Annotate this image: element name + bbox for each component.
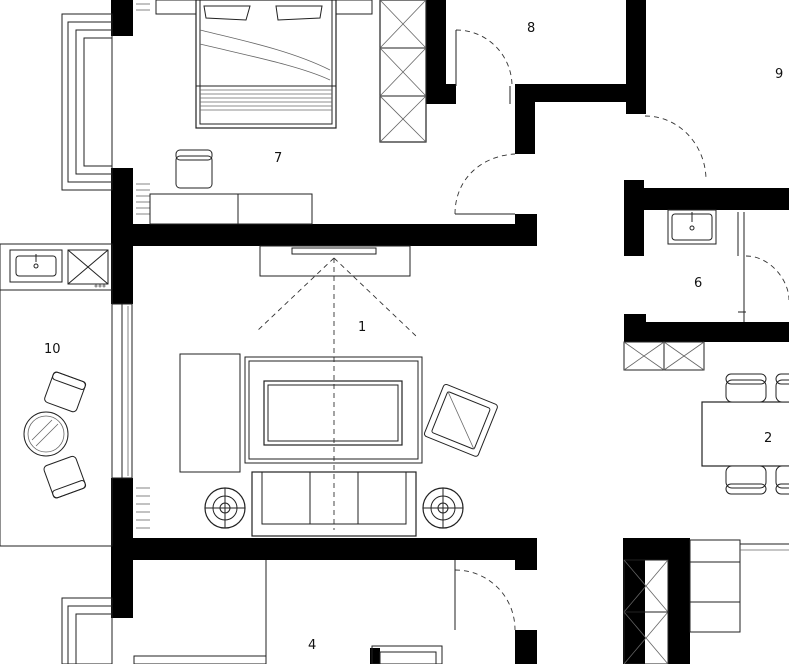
room-label-bedroom-bottom: 4 [308, 638, 316, 653]
lower-right-cabinets [623, 539, 789, 664]
bedroom-4-furniture [133, 560, 443, 664]
lamp-left [204, 487, 246, 529]
walls [111, 0, 789, 664]
room-label-bedroom: 7 [274, 151, 282, 166]
balcony-chair-top [44, 371, 87, 413]
balcony-chair-bottom [43, 455, 87, 499]
lamp-right [422, 487, 464, 529]
room-labels: 1 2 4 6 7 8 9 10 [44, 21, 783, 653]
room-label-living: 1 [358, 320, 366, 335]
room-label-dining: 2 [764, 431, 772, 446]
armchair [423, 383, 498, 457]
dining-furniture [701, 373, 789, 495]
doors [454, 29, 789, 631]
living-room-furniture [179, 245, 498, 537]
room-label-balcony: 10 [44, 342, 61, 357]
bathroom-fixtures [623, 209, 717, 371]
windows [61, 3, 150, 664]
balcony [0, 243, 113, 547]
room-label-room-9: 9 [775, 67, 783, 82]
room-label-bathroom: 6 [694, 276, 702, 291]
bedroom-7-furniture [149, 0, 427, 225]
room-label-closet: 8 [527, 21, 535, 36]
balcony-table [23, 411, 69, 457]
